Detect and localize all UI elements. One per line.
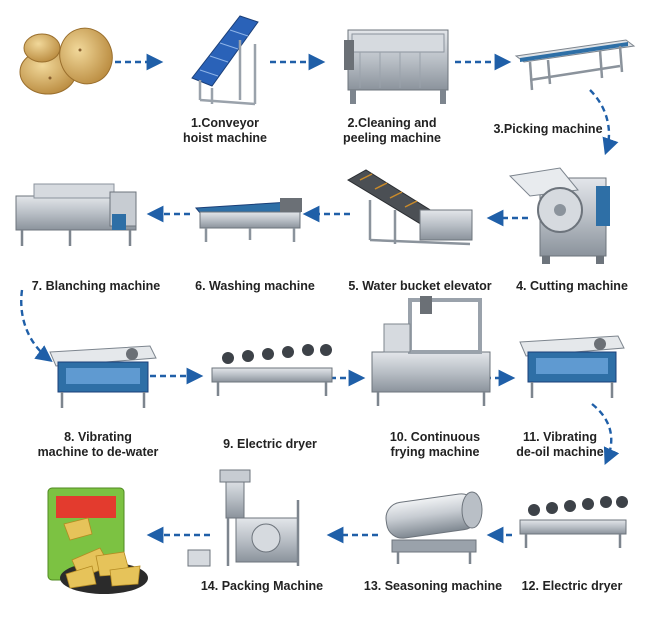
electric-dryer-machine-12-image: [519, 496, 628, 548]
packaged-chips-image: [47, 487, 148, 594]
label-step-13: 13. Seasoning machine: [364, 579, 502, 593]
cleaning-peeling-machine-image: [344, 29, 449, 104]
conveyor-hoist-machine-image: [191, 15, 259, 106]
vibrating-dewater-machine-image: [49, 345, 157, 408]
label-step-10-line1: 10. Continuous: [390, 430, 480, 444]
water-bucket-elevator-image: [347, 169, 473, 246]
continuous-frying-machine-image: [371, 296, 491, 406]
arrow-3-to-4: [589, 89, 619, 156]
electric-dryer-machine-9-image: [211, 344, 333, 396]
label-step-11-line2: de-oil machine: [516, 445, 604, 459]
arrow-7-to-8: [20, 289, 53, 363]
label-step-2-line1: 2.Cleaning and: [348, 116, 437, 130]
label-step-14: 14. Packing Machine: [201, 579, 323, 593]
label-step-8-line1: 8. Vibrating: [64, 430, 132, 444]
vibrating-deoil-machine-image: [519, 335, 625, 398]
seasoning-machine-image: [385, 491, 483, 564]
label-step-5: 5. Water bucket elevator: [348, 279, 491, 293]
label-step-12: 12. Electric dryer: [522, 579, 623, 593]
arrow-11-to-12: [591, 403, 620, 466]
label-step-2-line2: peeling machine: [343, 131, 441, 145]
label-step-4: 4. Cutting machine: [516, 279, 628, 293]
label-step-6: 6. Washing machine: [195, 279, 315, 293]
label-step-1-line2: hoist machine: [183, 131, 267, 145]
label-step-10-line2: frying machine: [391, 445, 480, 459]
washing-machine-image: [194, 198, 302, 242]
packing-machine-image: [187, 469, 300, 567]
label-step-7: 7. Blanching machine: [32, 279, 161, 293]
label-step-1-line1: 1.Conveyor: [191, 116, 259, 130]
picking-machine-image: [514, 39, 636, 91]
label-step-8-line2: machine to de-water: [38, 445, 159, 459]
label-step-9: 9. Electric dryer: [223, 437, 317, 451]
potatoes-image: [19, 27, 113, 95]
cutting-machine-image: [508, 167, 610, 264]
label-step-11-line1: 11. Vibrating: [523, 430, 597, 444]
label-step-3: 3.Picking machine: [493, 122, 602, 136]
blanching-machine-image: [15, 183, 137, 246]
